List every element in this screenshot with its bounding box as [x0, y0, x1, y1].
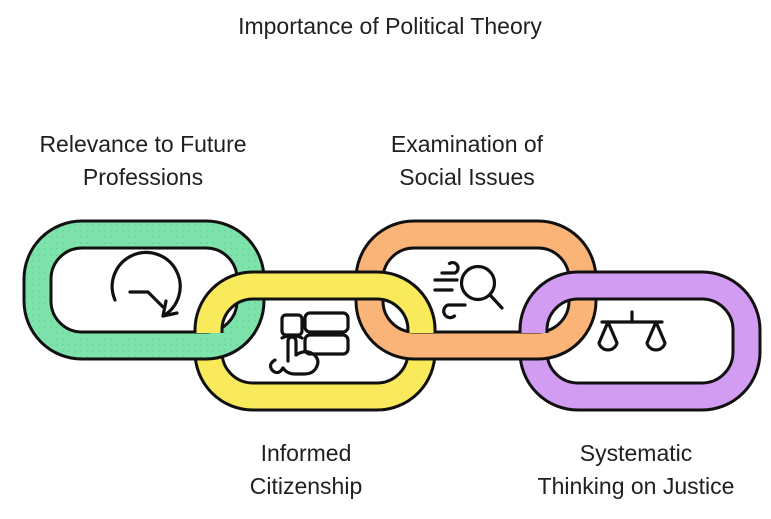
- label-line: Professions: [82, 164, 204, 190]
- label-systematic-thinking-on-justice: Systematic Thinking on Justice: [538, 437, 735, 503]
- label-examination-of-social-issues: Examination of Social Issues: [391, 128, 543, 194]
- search-wind-icon: [433, 260, 504, 320]
- label-line: Relevance to Future: [39, 131, 247, 157]
- chain-link-justice: [518, 270, 762, 412]
- label-relevance-to-future-professions: Relevance to Future Professions: [39, 128, 246, 194]
- chain-link-relevance-overlap: [165, 333, 257, 361]
- label-line: Citizenship: [249, 473, 363, 499]
- label-line: Examination of: [390, 131, 544, 157]
- justice-scales-icon: [597, 310, 667, 352]
- label-line: Informed: [260, 440, 352, 466]
- chain-link-citizenship-overlap: [341, 270, 437, 333]
- label-line: Thinking on Justice: [537, 473, 735, 499]
- diagram-title: Importance of Political Theory: [238, 13, 542, 39]
- label-line: Social Issues: [399, 164, 535, 190]
- label-informed-citizenship: Informed Citizenship: [250, 437, 363, 503]
- label-line: Systematic: [579, 440, 693, 466]
- clock-arrow-icon: [110, 250, 182, 318]
- hand-choice-icon: [268, 311, 350, 376]
- chain-link-social-issues-overlap: [496, 333, 589, 361]
